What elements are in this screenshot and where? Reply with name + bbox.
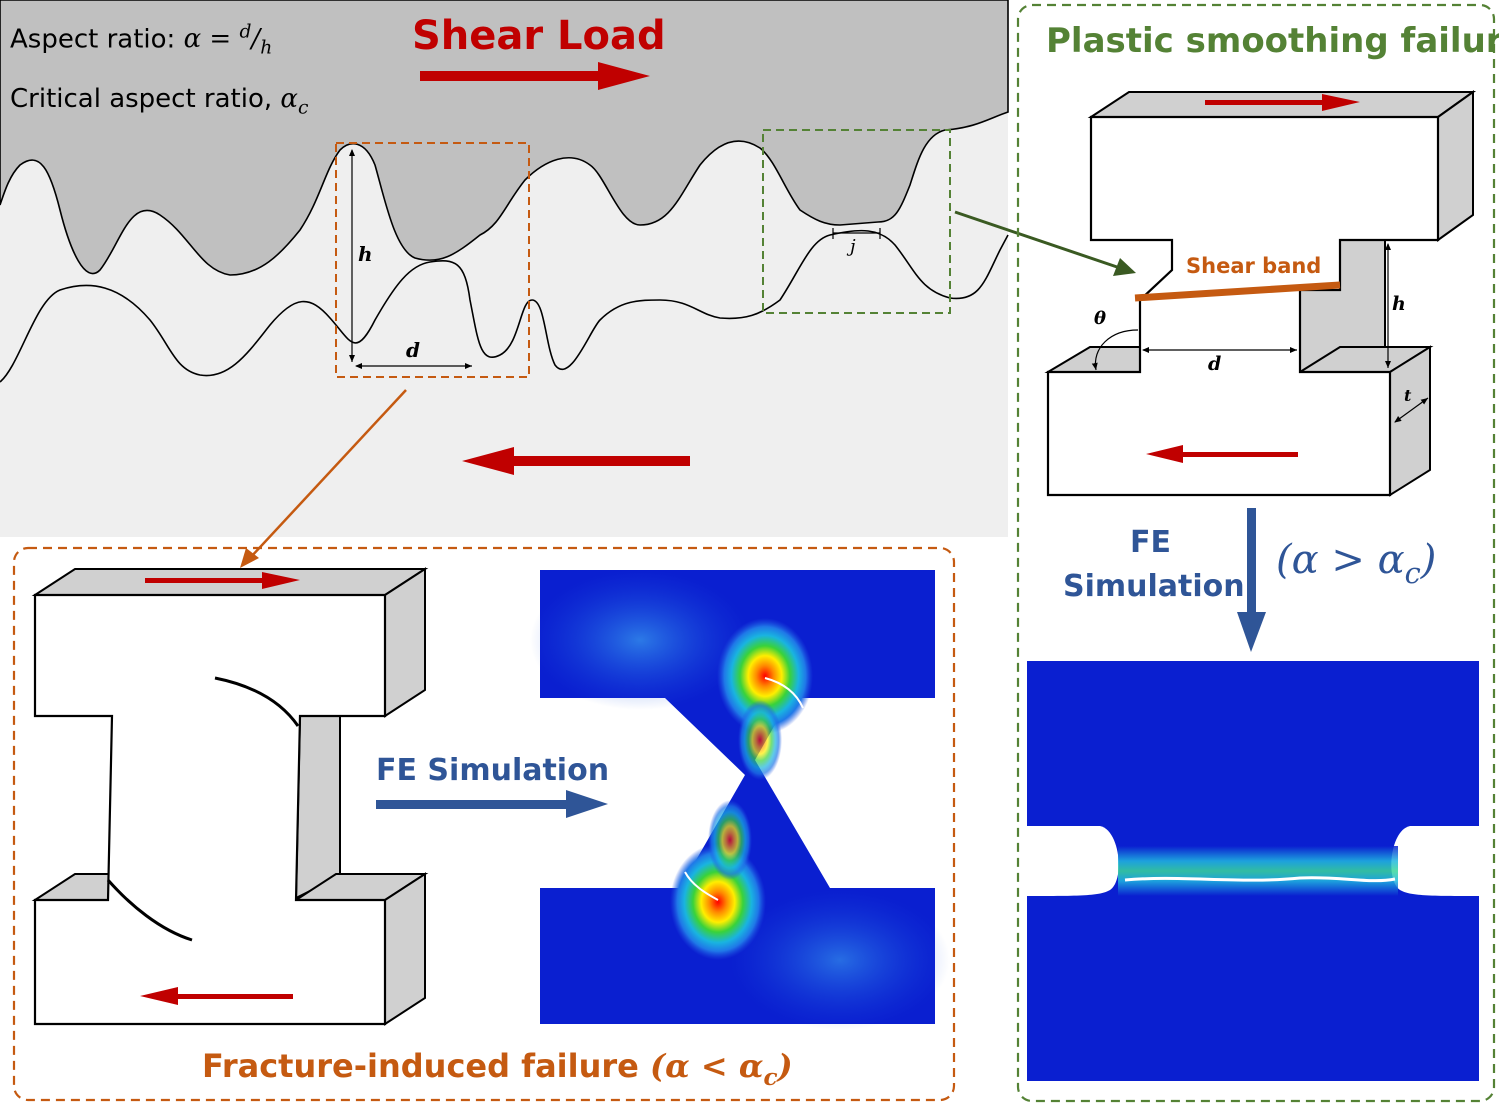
plastic-specimen-block [1044,90,1477,497]
fe-arrow-right [1247,508,1256,618]
shear-load-title: Shear Load [412,13,666,59]
upper-surface [0,0,1009,276]
fe-sim-bottom-label: FE Simulation [376,753,610,788]
lower-surface-profile [0,229,1009,383]
shear-load-arrow-bottom [462,447,690,475]
dim-j-label: j [850,236,856,257]
dim-t-label: t [1404,386,1412,405]
dim-d2-label: d [1208,353,1222,375]
plastic-smoothing-title: Plastic smoothing failure [1046,21,1499,61]
shear-load-arrow-top [420,62,650,90]
fracture-specimen-block [31,567,429,1026]
condition-greater: (α > αc) [1276,537,1437,591]
fe-sim-right-line1: FE [1130,525,1171,560]
rough-surface-panel [0,0,1009,537]
connector-arrow-orange [249,389,407,559]
aspect-ratio-label: Aspect ratio: α = d/h [10,22,273,59]
fe-contour-fracture [530,570,950,1030]
fracture-title: Fracture-induced failure (α < αc) [202,1047,793,1092]
fe-arrow-bottom [376,800,572,809]
shear-band-label: Shear band [1186,254,1322,278]
connector-arrow-green [954,210,1121,270]
dim-theta-label: θ [1094,308,1107,329]
shear-band-line [1134,281,1341,302]
dim-d-label: d [406,338,420,362]
dim-h-label: h [358,242,373,266]
plastic-selection-box [762,129,951,314]
fe-contour-plastic [1027,661,1479,1081]
fracture-panel-border [12,546,956,1102]
dim-h2-label: h [1392,293,1406,315]
critical-aspect-ratio-label: Critical aspect ratio, αc [10,84,309,119]
fracture-selection-box [335,142,530,378]
fe-sim-right-line2: Simulation [1063,569,1245,604]
